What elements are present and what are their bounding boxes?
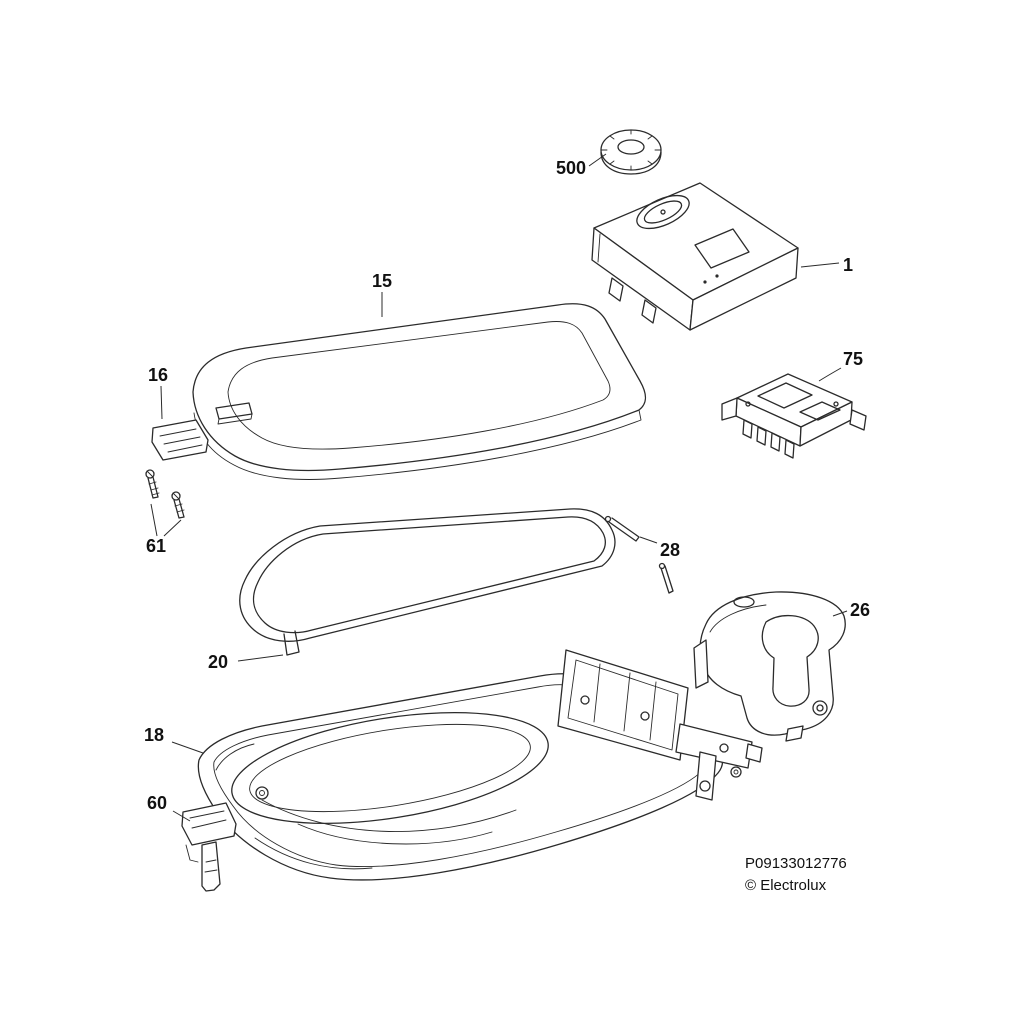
part-labels: 500 1 15 16 75 61 28 20 26 18 60 bbox=[144, 158, 870, 813]
leader-75 bbox=[818, 367, 842, 382]
label-top-lid: 15 bbox=[372, 271, 392, 291]
label-module: 75 bbox=[843, 349, 863, 369]
leader-500 bbox=[588, 153, 607, 167]
part-code-text: P09133012776 bbox=[745, 855, 847, 872]
part-base bbox=[197, 649, 763, 881]
leader-16 bbox=[160, 385, 163, 420]
leader-61 bbox=[150, 503, 182, 537]
leader-1 bbox=[800, 262, 840, 268]
part-latch bbox=[181, 802, 237, 892]
label-pin: 28 bbox=[660, 540, 680, 560]
leader-60 bbox=[172, 810, 191, 822]
leader-28 bbox=[639, 536, 658, 544]
part-control-panel bbox=[591, 182, 799, 331]
part-screws bbox=[145, 469, 185, 519]
label-gasket: 20 bbox=[208, 652, 228, 672]
label-dispenser-assembly: 26 bbox=[850, 600, 870, 620]
label-screws: 61 bbox=[146, 536, 166, 556]
leader-18 bbox=[171, 741, 204, 754]
part-dispenser-assembly bbox=[693, 591, 846, 742]
leader-26 bbox=[832, 610, 848, 617]
part-module bbox=[721, 373, 867, 459]
label-control-panel: 1 bbox=[843, 255, 853, 275]
copyright-text: © Electrolux bbox=[745, 877, 827, 894]
diagram-footer: P09133012776 © Electrolux bbox=[745, 855, 847, 894]
label-trim-bracket: 16 bbox=[148, 365, 168, 385]
part-top-lid bbox=[192, 303, 647, 480]
label-latch: 60 bbox=[147, 793, 167, 813]
part-gasket bbox=[239, 508, 616, 656]
label-knob: 500 bbox=[556, 158, 586, 178]
leader-20 bbox=[237, 654, 284, 662]
label-base: 18 bbox=[144, 725, 164, 745]
part-pins bbox=[604, 515, 674, 594]
leader-lines bbox=[150, 153, 848, 822]
part-trim-bracket bbox=[151, 419, 209, 461]
part-knob bbox=[600, 129, 662, 175]
